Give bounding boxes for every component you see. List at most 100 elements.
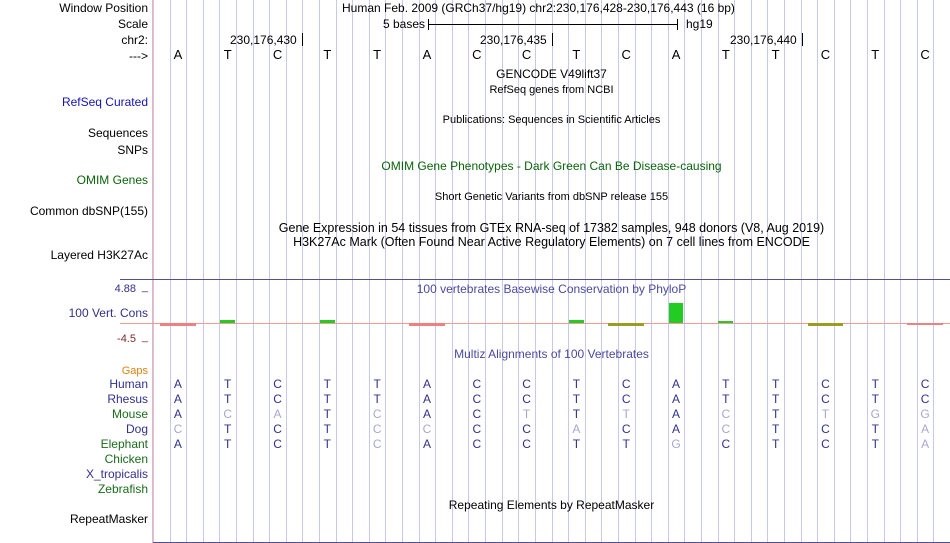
alignment-base: A: [921, 437, 930, 451]
alignment-base: T: [722, 392, 730, 406]
gridline: [884, 0, 885, 543]
desc-repeatmasker[interactable]: Repeating Elements by RepeatMasker: [448, 498, 655, 512]
alignment-base: G: [870, 407, 880, 421]
alignment-base: T: [871, 392, 879, 406]
alignment-base: T: [771, 407, 780, 421]
gridline: [900, 0, 901, 543]
alignment-base: T: [373, 392, 381, 406]
base-letter: A: [671, 47, 681, 62]
conservation-bar[interactable]: [409, 323, 445, 326]
conservation-bar[interactable]: [718, 321, 734, 323]
alignment-base: C: [472, 437, 482, 451]
label-layered-h3k27ac[interactable]: Layered H3K27Ac: [50, 248, 148, 262]
label-species-rhesus[interactable]: Rhesus: [107, 392, 148, 406]
label-window-position: Window Position: [59, 1, 148, 15]
label-species-zebrafish[interactable]: Zebrafish: [97, 482, 148, 496]
desc-dbsnp[interactable]: Short Genetic Variants from dbSNP releas…: [434, 191, 669, 203]
label-100-vert-cons[interactable]: 100 Vert. Cons: [68, 306, 148, 320]
desc-refseq[interactable]: RefSeq genes from NCBI: [489, 84, 614, 96]
gridline: [468, 0, 469, 543]
gridline: [452, 0, 453, 543]
scale-bar: [428, 19, 678, 30]
alignment-base: T: [821, 407, 830, 421]
label-common-dbsnp[interactable]: Common dbSNP(155): [29, 204, 148, 218]
conservation-bar[interactable]: [668, 303, 684, 323]
conservation-top-rule-gutter: [120, 279, 153, 280]
label-species-dog[interactable]: Dog: [125, 422, 148, 436]
alignment-base: C: [821, 422, 830, 436]
base-letter: T: [871, 47, 880, 62]
gridline: [585, 0, 586, 543]
base-letter: A: [422, 47, 432, 62]
ruler-tick: [552, 33, 553, 46]
alignment-base: T: [722, 377, 730, 391]
gridlines: [153, 0, 950, 543]
conservation-zero-line: [153, 323, 950, 324]
gridline: [867, 0, 868, 543]
alignment-base: A: [422, 392, 431, 406]
alignment-base: T: [871, 422, 879, 436]
gridline: [651, 0, 652, 543]
gridline: [767, 0, 768, 543]
gridline: [419, 0, 420, 543]
label-sequences[interactable]: Sequences: [87, 126, 148, 140]
alignment-base: T: [771, 422, 780, 436]
desc-sequences[interactable]: Publications: Sequences in Scientific Ar…: [442, 114, 661, 126]
gridline: [203, 0, 204, 543]
desc-gtex[interactable]: Gene Expression in 54 tissues from GTEx …: [278, 221, 825, 235]
gridline: [369, 0, 370, 543]
gridline: [170, 0, 171, 543]
label-species-elephant[interactable]: Elephant: [100, 437, 148, 451]
gridline: [618, 0, 619, 543]
alignment-base: A: [921, 422, 930, 436]
label-species-human[interactable]: Human: [109, 377, 148, 391]
desc-conservation[interactable]: 100 vertebrates Basewise Conservation by…: [416, 282, 687, 296]
ruler-coordinate-label: 230,176,435: [480, 33, 547, 47]
gridline: [485, 0, 486, 543]
conservation-bar[interactable]: [807, 323, 844, 326]
base-letter: A: [173, 47, 183, 62]
label-species-chicken[interactable]: Chicken: [104, 452, 148, 466]
desc-omim[interactable]: OMIM Gene Phenotypes - Dark Green Can Be…: [381, 159, 722, 173]
alignment-base: T: [522, 407, 531, 421]
base-letter: T: [572, 47, 581, 62]
desc-gencode[interactable]: GENCODE V49lift37: [496, 67, 607, 81]
conservation-bar[interactable]: [159, 323, 196, 326]
desc-h3k27ac[interactable]: H3K27Ac Mark (Often Found Near Active Re…: [293, 235, 810, 249]
label-snps[interactable]: SNPs: [117, 143, 148, 157]
label-omim-genes[interactable]: OMIM Genes: [76, 173, 148, 187]
desc-multiz[interactable]: Multiz Alignments of 100 Vertebrates: [454, 347, 649, 361]
gridline: [568, 0, 569, 543]
label-repeatmasker[interactable]: RepeatMasker: [69, 512, 148, 526]
alignment-base: T: [323, 377, 332, 391]
gridline: [286, 0, 287, 543]
alignment-base: C: [621, 392, 631, 406]
label-refseq-curated[interactable]: RefSeq Curated: [61, 95, 148, 109]
alignment-base: C: [522, 392, 531, 406]
base-letter: C: [820, 47, 831, 62]
label-species-x-tropicalis[interactable]: X_tropicalis: [85, 467, 148, 481]
label-gaps: Gaps: [121, 365, 148, 377]
conservation-bar[interactable]: [608, 323, 645, 326]
alignment-base: T: [871, 377, 879, 391]
alignment-base: T: [771, 377, 780, 391]
label-species-mouse[interactable]: Mouse: [111, 407, 148, 421]
base-letter: C: [920, 47, 930, 62]
gridline: [518, 0, 519, 543]
alignment-base: T: [323, 392, 332, 406]
alignment-base: C: [372, 437, 382, 451]
conservation-bar[interactable]: [319, 320, 335, 323]
label-strand-arrow: --->: [129, 49, 148, 63]
conservation-bar[interactable]: [568, 320, 584, 323]
gridline: [186, 0, 187, 543]
alignment-base: C: [173, 422, 183, 436]
alignment-base: T: [224, 422, 232, 436]
conservation-bar[interactable]: [907, 323, 944, 325]
gridline: [269, 0, 270, 543]
alignment-base: C: [522, 422, 531, 436]
alignment-base: A: [173, 407, 182, 421]
gridline: [850, 0, 851, 543]
conservation-bar[interactable]: [220, 320, 236, 323]
base-letter: T: [373, 47, 382, 62]
alignment-base: A: [672, 377, 681, 391]
